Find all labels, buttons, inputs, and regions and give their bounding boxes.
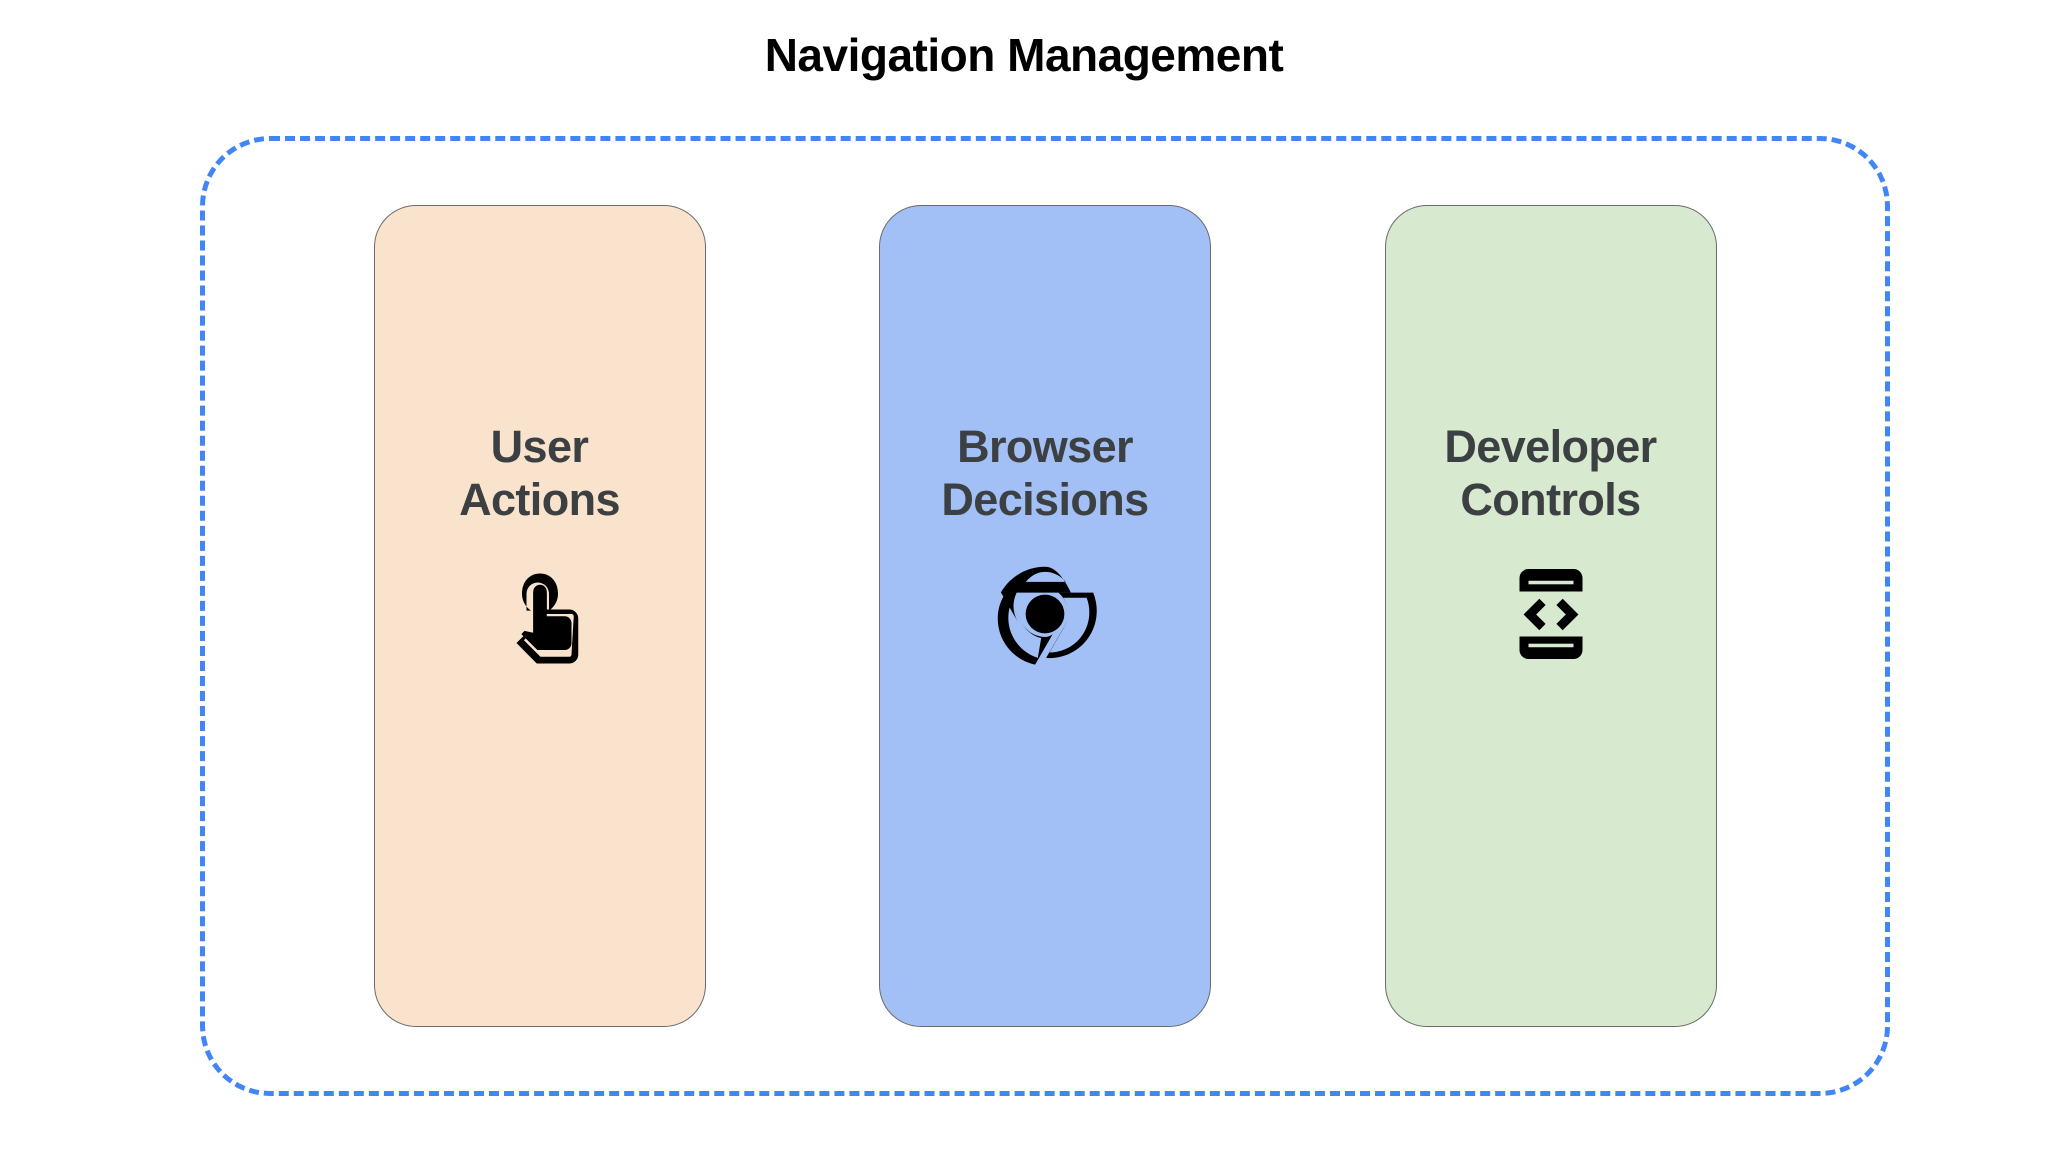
card-browser-decisions-label: Browser Decisions bbox=[941, 421, 1149, 526]
card-user-actions-label: User Actions bbox=[459, 421, 620, 526]
card-row: User Actions Browser Decisions Developer… bbox=[200, 136, 1890, 1096]
page-title: Navigation Management bbox=[764, 29, 1284, 81]
card-developer-controls[interactable]: Developer Controls bbox=[1384, 205, 1717, 1027]
card-browser-decisions[interactable]: Browser Decisions bbox=[879, 205, 1211, 1027]
card-user-actions[interactable]: User Actions bbox=[373, 205, 706, 1027]
navigation-management-group-border bbox=[200, 136, 1890, 1096]
card-developer-controls-label: Developer Controls bbox=[1444, 421, 1657, 526]
chrome-logo-icon bbox=[991, 560, 1099, 668]
developer-mode-icon bbox=[1497, 560, 1605, 668]
touch-app-icon bbox=[486, 560, 594, 668]
